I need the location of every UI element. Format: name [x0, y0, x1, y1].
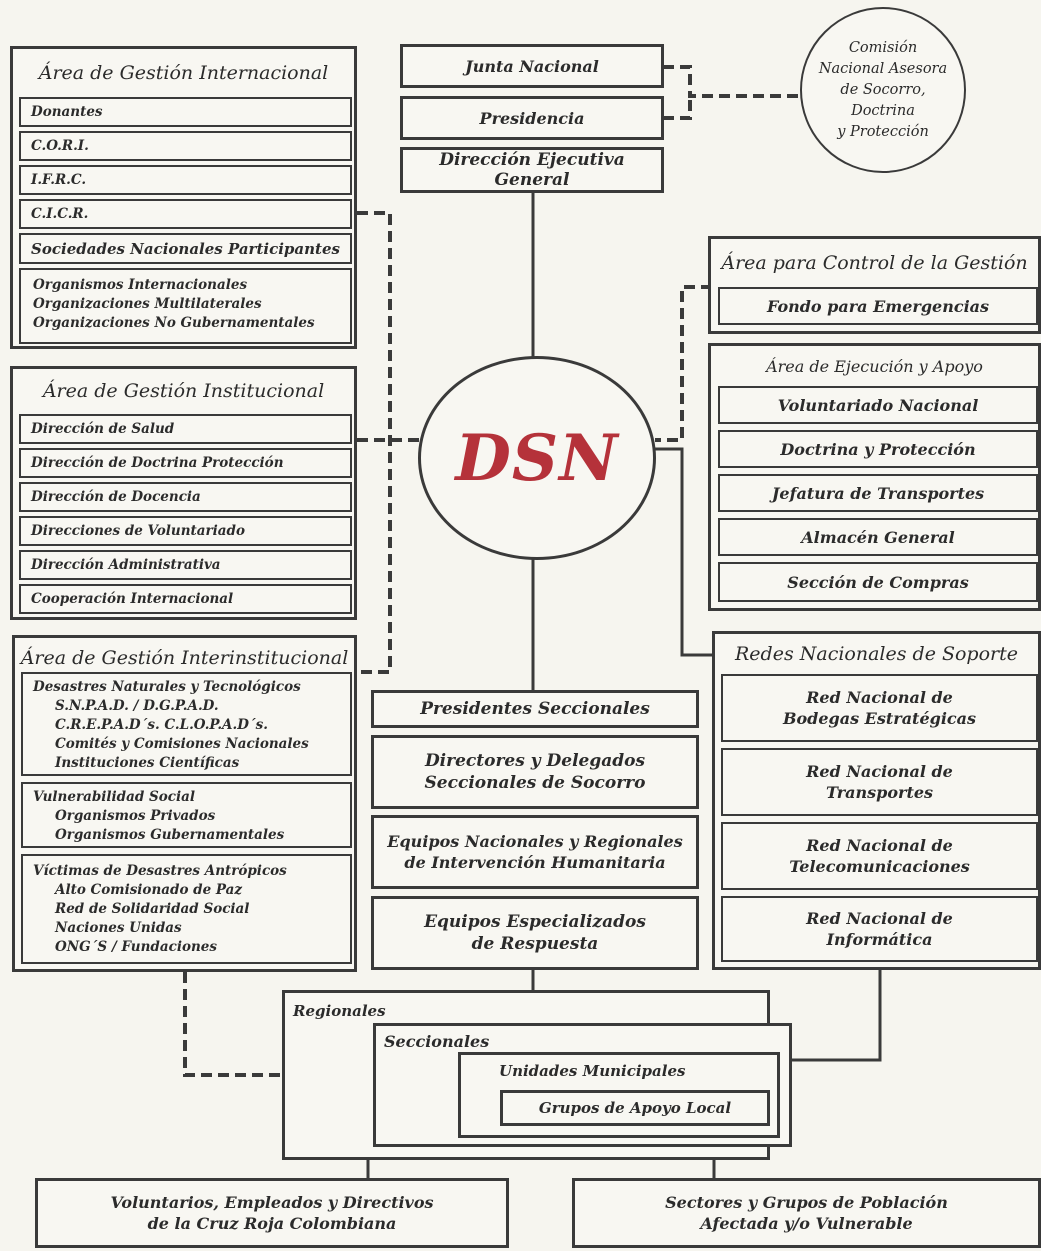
comision-line-5: y Protección [837, 123, 929, 140]
institucional-item-voluntariado: Direcciones de Voluntariado [19, 516, 352, 546]
red-telecom-line-1: Red Nacional de [806, 836, 953, 855]
especializados-line-2: de Respuesta [471, 934, 599, 954]
red-bodegas-line-2: Bodegas Estratégicas [782, 709, 977, 728]
red-informatica-line-1: Red Nacional de [806, 909, 953, 928]
group-head-desastres: Desastres Naturales y Tecnológicos [33, 679, 301, 695]
sectores-line-1: Sectores y Grupos de Población [665, 1193, 948, 1212]
internacional-sociedades: Sociedades Nacionales Participantes [19, 233, 352, 264]
internacional-item-cicr: C.I.C.R. [19, 199, 352, 229]
voluntarios-box: Voluntarios, Empleados y Directivos de l… [35, 1178, 509, 1248]
presidentes-seccionales: Presidentes Seccionales [371, 690, 699, 728]
ejecucion-item-compras: Sección de Compras [718, 562, 1038, 602]
equipos-line-2: de Intervención Humanitaria [404, 853, 666, 872]
sectores-box: Sectores y Grupos de Población Afectada … [572, 1178, 1041, 1248]
comision-text: Comisión Nacional Asesora de Socorro, Do… [802, 9, 964, 171]
ejecucion-item-almacen: Almacén General [718, 518, 1038, 556]
junta-nacional-label: Junta Nacional [465, 56, 599, 76]
victimas-item-4: ONG´S / Fundaciones [55, 939, 217, 955]
ejecucion-item-voluntariado: Voluntariado Nacional [718, 386, 1038, 424]
red-transportes-line-2: Transportes [825, 783, 934, 802]
organismo-2: Organizaciones Multilaterales [33, 296, 262, 312]
dsn-circle: DSN [418, 356, 656, 560]
internacional-item-ifrc: I.F.R.C. [19, 165, 352, 195]
institucional-item-cooperacion: Cooperación Internacional [19, 584, 352, 614]
sectores-line-2: Afectada y/o Vulnerable [700, 1214, 913, 1233]
victimas-item-3: Naciones Unidas [55, 920, 182, 936]
group-head-victimas: Víctimas de Desastres Antrópicos [33, 863, 287, 879]
comision-circle: Comisión Nacional Asesora de Socorro, Do… [800, 7, 966, 173]
equipos-line-1: Equipos Nacionales y Regionales [387, 832, 683, 851]
directores-line-2: Seccionales de Socorro [424, 773, 646, 793]
institucional-item-doctrina: Dirección de Doctrina Protección [19, 448, 352, 478]
fondo-emergencias: Fondo para Emergencias [718, 287, 1038, 325]
area-redes-title: Redes Nacionales de Soporte [735, 643, 1018, 665]
red-bodegas: Red Nacional de Bodegas Estratégicas [721, 674, 1038, 742]
area-ejecucion-title: Área de Ejecución y Apoyo [766, 356, 983, 376]
area-interinstitucional-title: Área de Gestión Interinstitucional [20, 647, 349, 669]
desastres-item-1: S.N.P.A.D. / D.G.P.A.D. [55, 698, 219, 714]
interinstitucional-group-vulnerabilidad: Vulnerabilidad Social Organismos Privado… [21, 782, 352, 848]
directores-line-1: Directores y Delegados [424, 751, 646, 771]
direccion-ejecutiva-box: Dirección Ejecutiva General [400, 147, 664, 193]
group-head-vulnerabilidad: Vulnerabilidad Social [33, 789, 195, 805]
area-interinstitucional: Área de Gestión Interinstitucional Desas… [12, 635, 357, 972]
organismo-1: Organismos Internacionales [33, 277, 248, 293]
regionales-label: Regionales [293, 1002, 386, 1020]
presidencia-label: Presidencia [479, 108, 585, 128]
red-informatica: Red Nacional de Informática [721, 896, 1038, 962]
red-transportes: Red Nacional de Transportes [721, 748, 1038, 816]
ejecucion-item-doctrina: Doctrina y Protección [718, 430, 1038, 468]
especializados-line-1: Equipos Especializados [424, 912, 646, 932]
red-informatica-line-2: Informática [826, 930, 933, 949]
voluntarios-line-2: de la Cruz Roja Colombiana [147, 1214, 397, 1233]
desastres-item-4: Instituciones Científicas [55, 755, 240, 771]
equipos-nacionales: Equipos Nacionales y Regionales de Inter… [371, 815, 699, 889]
organismo-3: Organizaciones No Gubernamentales [33, 315, 315, 331]
voluntarios-line-1: Voluntarios, Empleados y Directivos [110, 1193, 434, 1212]
interinstitucional-group-desastres: Desastres Naturales y Tecnológicos S.N.P… [21, 672, 352, 776]
presidencia-box: Presidencia [400, 96, 664, 140]
institucional-item-administrativa: Dirección Administrativa [19, 550, 352, 580]
dsn-label: DSN [455, 420, 619, 496]
area-institucional: Área de Gestión Institucional Dirección … [10, 366, 357, 620]
area-internacional-title: Área de Gestión Internacional [38, 62, 329, 84]
red-telecomunicaciones: Red Nacional de Telecomunicaciones [721, 822, 1038, 890]
area-ejecucion: Área de Ejecución y Apoyo Voluntariado N… [708, 343, 1041, 611]
institucional-item-salud: Dirección de Salud [19, 414, 352, 444]
area-institucional-title: Área de Gestión Institucional [42, 380, 325, 402]
direccion-ejecutiva-label: Dirección Ejecutiva General [439, 150, 625, 190]
directores-delegados: Directores y Delegados Seccionales de So… [371, 735, 699, 809]
internacional-item-cori: C.O.R.I. [19, 131, 352, 161]
unidades-label: Unidades Municipales [499, 1062, 686, 1080]
equipos-especializados: Equipos Especializados de Respuesta [371, 896, 699, 970]
area-internacional: Área de Gestión Internacional Donantes C… [10, 46, 357, 349]
area-control-title: Área para Control de la Gestión [721, 252, 1028, 274]
comision-line-2: Nacional Asesora [818, 60, 948, 77]
comision-line-1: Comisión [848, 39, 918, 56]
comision-line-4: Doctrina [851, 102, 915, 119]
interinstitucional-group-victimas: Víctimas de Desastres Antrópicos Alto Co… [21, 854, 352, 964]
victimas-item-1: Alto Comisionado de Paz [55, 882, 243, 898]
internacional-item-donantes: Donantes [19, 97, 352, 127]
comision-line-3: de Socorro, [840, 81, 926, 98]
desastres-item-2: C.R.E.P.A.D´s. C.L.O.P.A.D´s. [55, 717, 268, 733]
internacional-organismos: Organismos Internacionales Organizacione… [19, 268, 352, 344]
seccionales-label: Seccionales [384, 1031, 490, 1051]
grupos-apoyo-local: Grupos de Apoyo Local [500, 1090, 770, 1126]
institucional-item-docencia: Dirección de Docencia [19, 482, 352, 512]
desastres-item-3: Comités y Comisiones Nacionales [55, 736, 309, 752]
red-telecom-line-2: Telecomunicaciones [789, 857, 970, 876]
vulnerabilidad-item-1: Organismos Privados [55, 808, 216, 824]
ejecucion-item-transportes: Jefatura de Transportes [718, 474, 1038, 512]
red-transportes-line-1: Red Nacional de [806, 762, 953, 781]
victimas-item-2: Red de Solidaridad Social [55, 901, 250, 917]
junta-nacional-box: Junta Nacional [400, 44, 664, 88]
red-bodegas-line-1: Red Nacional de [806, 688, 953, 707]
vulnerabilidad-item-2: Organismos Gubernamentales [55, 827, 285, 843]
area-control: Área para Control de la Gestión Fondo pa… [708, 236, 1041, 334]
area-redes: Redes Nacionales de Soporte Red Nacional… [712, 631, 1041, 970]
